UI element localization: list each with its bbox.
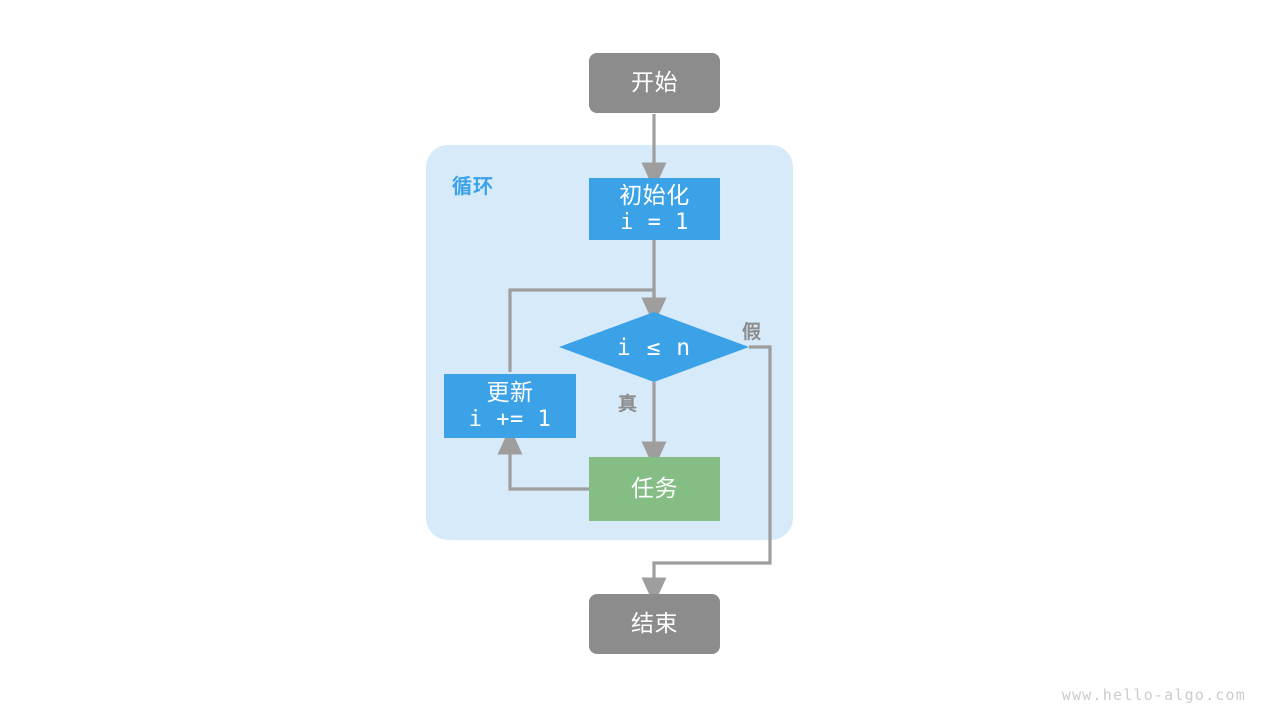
watermark: www.hello-algo.com bbox=[1061, 686, 1246, 704]
node-end[interactable]: 结束 bbox=[589, 594, 720, 654]
edge-decision-false-to-end bbox=[641, 345, 772, 605]
node-init[interactable]: 初始化 i = 1 bbox=[589, 178, 720, 240]
node-update-label-line1: 更新 bbox=[486, 379, 534, 406]
node-task-label: 任务 bbox=[631, 475, 678, 502]
node-start-label: 开始 bbox=[631, 69, 678, 96]
node-decision[interactable]: i ≤ n bbox=[559, 335, 749, 361]
node-init-label-line1: 初始化 bbox=[619, 182, 690, 209]
node-init-label-line2: i = 1 bbox=[620, 209, 689, 235]
node-update[interactable]: 更新 i += 1 bbox=[444, 374, 576, 438]
decision-diamond-shape bbox=[559, 312, 749, 382]
edge-update-to-decision bbox=[508, 288, 667, 372]
node-task[interactable]: 任务 bbox=[589, 457, 720, 521]
edge-label-false: 假 bbox=[742, 322, 762, 343]
node-update-label-line2: i += 1 bbox=[468, 406, 552, 432]
node-start[interactable]: 开始 bbox=[589, 53, 720, 113]
edge-label-true: 真 bbox=[618, 394, 638, 415]
node-end-label: 结束 bbox=[631, 610, 678, 637]
edge-task-to-update bbox=[497, 427, 589, 491]
loop-group-label: 循环 bbox=[452, 176, 494, 198]
node-decision-label: i ≤ n bbox=[616, 335, 692, 361]
